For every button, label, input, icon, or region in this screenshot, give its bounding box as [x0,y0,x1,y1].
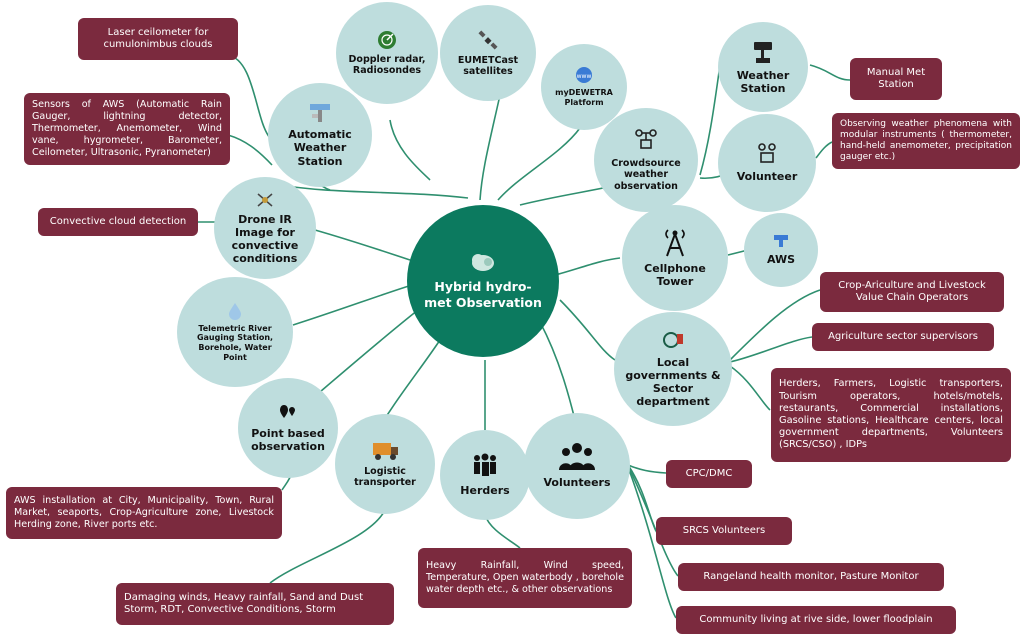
satellite-icon [478,30,498,50]
laser-text: Laser ceilometer for cumulonimbus clouds [103,26,213,51]
srcs-text: SRCS Volunteers [682,524,766,536]
node-doppler: Doppler radar, Radiosondes [336,2,438,104]
box-community: Community living at rive side, lower flo… [676,606,956,634]
volunteers-group-icon [559,443,595,471]
eumetcast-label: EUMETCast satellites [457,54,519,77]
mydewetra-label: myDEWETRA Platform [555,88,613,107]
box-agri-supervisors: Agriculture sector supervisors [812,323,994,351]
cellphone-label: Cellphone Tower [644,261,706,288]
aws-small-label: AWS [766,253,796,267]
box-crop-livestock: Crop-Ariculture and Livestock Value Chai… [820,272,1004,312]
observing-text: Observing weather phenomena with modular… [840,118,1012,163]
cloud-rain-icon [472,254,494,272]
node-volunteers: Volunteers [524,413,630,519]
box-aws-installation: AWS installation at City, Municipality, … [6,487,282,539]
node-eumetcast: EUMETCast satellites [440,5,536,101]
volunteers-label: Volunteers [543,476,611,490]
aws-station-label: Automatic Weather Station [288,128,352,168]
logistic-label: Logistic transporter [354,465,416,488]
water-drop-icon [229,302,241,320]
sensors-text: Sensors of AWS (Automatic Rain Gauger, l… [32,99,222,158]
node-mydewetra: www myDEWETRA Platform [541,44,627,130]
box-aws-sensors: Sensors of AWS (Automatic Rain Gauger, l… [24,93,230,165]
damaging-text: Damaging winds, Heavy rainfall, Sand and… [124,591,364,616]
measuring-instrument-icon [758,143,776,164]
svg-text:www: www [577,73,592,80]
box-cpc-dmc: CPC/DMC [666,460,752,488]
agri-sup-text: Agriculture sector supervisors [828,330,978,342]
box-damaging-winds: Damaging winds, Heavy rainfall, Sand and… [116,583,394,625]
box-manual-met: Manual Met Station [850,58,942,100]
node-volunteer: Volunteer [718,114,816,212]
crop-text: Crop-Ariculture and Livestock Value Chai… [838,279,986,304]
node-local-gov: Local governments & Sector department [614,312,732,426]
center-hybrid-observation: Hybrid hydro-met Observation [407,205,559,357]
cell-tower-icon [665,229,685,257]
automatic-weather-station-icon [310,104,330,123]
volunteer-label: Volunteer [736,170,798,184]
node-telemetric: Telemetric River Gauging Station, Boreho… [177,277,293,387]
rangeland-text: Rangeland health monitor, Pasture Monito… [703,570,919,582]
herders-list-text: Herders, Farmers, Logistic transporters,… [779,378,1003,451]
weather-station-label: Weather Station [736,68,790,95]
drone-label: Drone IR Image for convective conditions [231,212,299,266]
radar-icon [378,30,396,49]
node-point-based: Point based observation [238,378,338,478]
box-rangeland: Rangeland health monitor, Pasture Monito… [678,563,944,591]
node-crowdsource: Crowdsource weather observation [594,108,698,212]
box-convective-detection: Convective cloud detection [38,208,198,236]
convective-text: Convective cloud detection [49,215,187,227]
point-based-label: Point based observation [251,426,325,453]
local-gov-label: Local governments & Sector department [625,355,721,409]
aws-install-text: AWS installation at City, Municipality, … [14,495,274,530]
truck-icon [373,442,398,460]
map-marker-icon [280,404,295,418]
node-cellphone: Cellphone Tower [622,205,728,311]
box-heavy-rainfall: Heavy Rainfall, Wind speed, Temperature,… [418,548,632,608]
manual-met-text: Manual Met Station [866,66,926,91]
telemetric-label: Telemetric River Gauging Station, Boreho… [196,323,274,362]
cpc-text: CPC/DMC [685,467,733,479]
doppler-label: Doppler radar, Radiosondes [348,53,426,76]
community-text: Community living at rive side, lower flo… [699,613,933,625]
herders-label: Herders [460,484,510,498]
node-aws-small: AWS [744,213,818,287]
box-observing: Observing weather phenomena with modular… [832,113,1020,169]
heavy-rain-text: Heavy Rainfall, Wind speed, Temperature,… [426,560,624,595]
www-globe-icon: www [576,67,592,84]
box-herders-list: Herders, Farmers, Logistic transporters,… [771,368,1011,462]
government-icon [663,331,683,348]
people-group-icon [474,453,496,477]
box-srcs: SRCS Volunteers [656,517,792,545]
anemometer-icon [635,129,657,149]
node-drone: Drone IR Image for convective conditions [214,177,316,279]
node-weather-station: Weather Station [718,22,808,112]
node-aws-station: Automatic Weather Station [268,83,372,187]
node-logistic: Logistic transporter [335,414,435,514]
drone-icon [257,193,273,207]
crowdsource-label: Crowdsource weather observation [611,157,681,192]
center-label: Hybrid hydro-met Observation [424,279,542,310]
aws-device-icon [774,235,788,248]
node-herders: Herders [440,430,530,520]
weather-station-icon [754,41,772,63]
box-laser-ceilometer: Laser ceilometer for cumulonimbus clouds [78,18,238,60]
